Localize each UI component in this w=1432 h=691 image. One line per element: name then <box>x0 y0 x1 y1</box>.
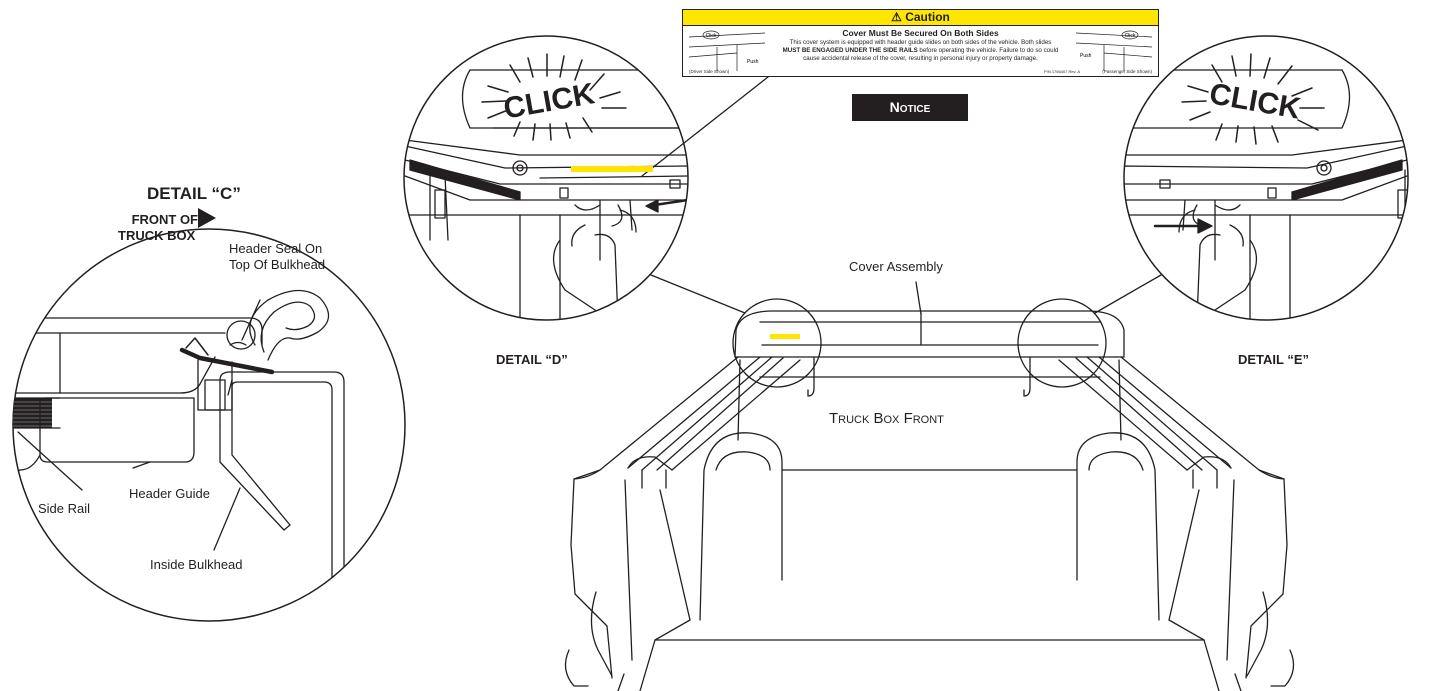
caution-leader <box>641 76 769 177</box>
click-burst-d <box>481 53 627 141</box>
caution-left-caption: (Driver Side Shown) <box>689 69 730 74</box>
caution-label: ⚠ Caution Click Push Click Push Cover Mu… <box>682 9 1159 77</box>
caution-thumb-driver: Click Push <box>688 30 766 71</box>
caution-thumb-passenger: Click Push <box>1075 30 1153 71</box>
detail-e-title: DETAIL “E” <box>1238 352 1310 367</box>
cover-assembly-leader <box>915 281 922 315</box>
detail-c-drawing <box>13 289 345 621</box>
detail-d-callout-circle <box>732 298 822 388</box>
detail-d-title: DETAIL “D” <box>496 352 568 367</box>
detail-e-drawing <box>1124 69 1408 320</box>
caution-body: This cover system is equipped with heade… <box>782 39 1059 62</box>
truck-bed <box>564 310 1295 691</box>
front-of-truck-box-line1: FRONT OF <box>131 212 198 227</box>
header-guide-label: Header Guide <box>129 486 210 501</box>
notice-text: Notice <box>889 99 931 115</box>
inside-bulkhead-label: Inside Bulkhead <box>150 557 243 572</box>
caution-right-caption: (Passenger Side Shown) <box>1102 69 1152 74</box>
detail-e-connector <box>1094 274 1162 314</box>
header-seal-label-line1: Header Seal On <box>229 241 323 256</box>
caution-header: ⚠ Caution <box>683 10 1158 26</box>
notice-box: Notice <box>852 94 968 121</box>
detail-d-circle <box>403 35 689 321</box>
detail-e-click-text: CLICK <box>1207 77 1303 125</box>
truck-box-front-label: Truck Box Front <box>829 410 944 427</box>
svg-text:Push: Push <box>747 59 759 65</box>
click-burst-e <box>1181 53 1325 145</box>
caution-title: Cover Must Be Secured On Both Sides <box>842 28 999 38</box>
caution-part-number: P/N 1756407 Rev. A <box>1044 69 1080 74</box>
detail-c-title: DETAIL “C” <box>147 184 241 203</box>
svg-text:Push: Push <box>1080 53 1092 59</box>
detail-e-circle <box>1123 35 1409 321</box>
detail-d-drawing <box>404 69 688 320</box>
warning-triangle-icon: ⚠ <box>891 10 902 24</box>
svg-text:Click: Click <box>1125 33 1136 39</box>
caution-sticker-small <box>770 334 800 339</box>
detail-e-callout-circle <box>1017 298 1107 388</box>
header-seal-label-line2: Top Of Bulkhead <box>229 257 326 272</box>
svg-text:Click: Click <box>706 33 717 39</box>
front-of-truck-box-line2: TRUCK BOX <box>118 228 196 243</box>
detail-d-connector <box>650 274 746 314</box>
side-rail-label: Side Rail <box>38 501 91 516</box>
front-arrow-icon <box>198 208 216 228</box>
cover-assembly-label: Cover Assembly <box>849 259 943 274</box>
